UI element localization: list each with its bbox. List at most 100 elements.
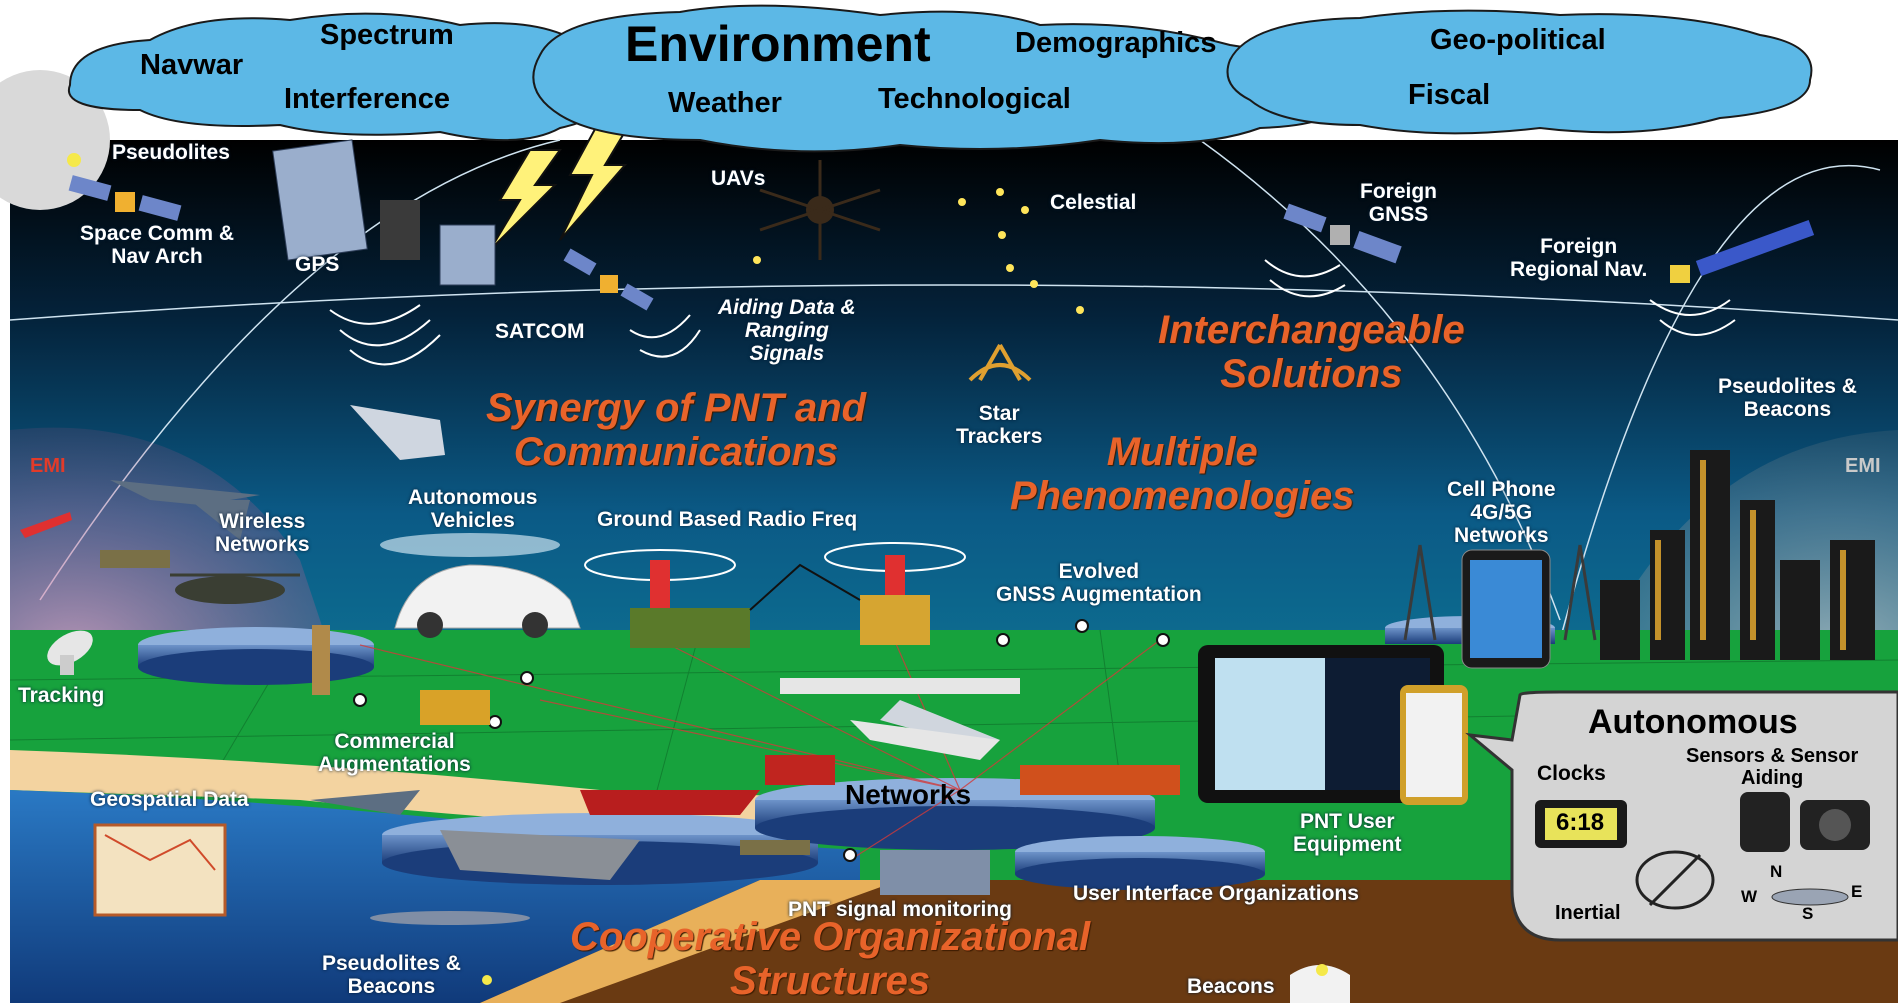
label-geospatial-data: Geospatial Data (90, 788, 249, 811)
compass-north: N (1770, 862, 1783, 881)
cloud-band (67, 4, 1813, 153)
orbit-arc-center (1199, 139, 1561, 621)
label-space-comm: Space Comm & Nav Arch (80, 222, 235, 269)
tablet-device-icon (1198, 645, 1444, 803)
pseudolite-beacon-icon (67, 153, 81, 167)
pseudolite-beacon-bottom-icon (482, 975, 492, 985)
label-sensors: Sensors & Sensor Aiding (1686, 745, 1859, 789)
label-autonomous-vehicles: Autonomous Vehicles (408, 486, 538, 533)
label-emi-right: EMI (1845, 455, 1881, 477)
network-links (359, 629, 1161, 861)
label-commercial-augmentations: Commercial Augmentations (318, 730, 471, 777)
survey-tripod-icon (353, 619, 1170, 862)
map-scroll-icon (93, 823, 227, 917)
theme-cooperative: Cooperative Organizational Structures (570, 915, 1091, 1003)
fighter-jet-icon (110, 480, 1000, 742)
label-pseudolites-beacons-right: Pseudolites & Beacons (1718, 375, 1857, 422)
star-field-icon (753, 188, 1084, 314)
tractor-icon (420, 690, 490, 725)
radar-dish-icon (47, 630, 93, 675)
gyroscope-icon (1635, 850, 1715, 910)
clock-readout: 6:18 (1556, 809, 1605, 836)
compass-east: E (1851, 882, 1863, 901)
label-pnt-monitoring: PNT signal monitoring (788, 898, 1012, 921)
cloud-label-environment: Environment (625, 16, 931, 72)
city-skyline-icon (1600, 450, 1875, 660)
moon-icon (0, 70, 110, 210)
compass-icon (1771, 888, 1849, 906)
label-satcom: SATCOM (495, 320, 585, 343)
label-cell-phone: Cell Phone 4G/5G Networks (1447, 478, 1556, 548)
cargo-ship-icon (580, 790, 760, 815)
compass-south: S (1802, 904, 1814, 923)
label-clocks: Clocks (1537, 762, 1606, 785)
uav-drone-icon (759, 160, 881, 260)
theme-interchangeable: Interchangeable Solutions (1158, 308, 1465, 396)
radio-tower-icon (584, 542, 966, 648)
label-evolved-gnss: Evolved GNSS Augmentation (996, 560, 1202, 607)
building-icon (880, 850, 990, 895)
submarine-icon (370, 911, 530, 925)
label-ground-radio: Ground Based Radio Freq (597, 508, 858, 531)
log-truck-icon (1020, 765, 1180, 795)
fighter-jet-low-icon (310, 790, 420, 815)
label-foreign-gnss: Foreign GNSS (1360, 180, 1437, 227)
missile-icon (20, 512, 72, 538)
shore-sand (480, 880, 900, 1003)
cloud-label-interference: Interference (284, 83, 451, 115)
foreign-regional-satellite-icon (1670, 219, 1815, 283)
autonomous-car-icon (380, 533, 581, 638)
cell-tower-icon (1403, 544, 1597, 641)
label-celestial: Celestial (1050, 191, 1137, 214)
sensor-icon (1740, 792, 1790, 852)
sextant-icon (968, 344, 1032, 382)
label-aiding-data: Aiding Data & Ranging Signals (718, 296, 856, 366)
autonomous-panel (1465, 690, 1898, 942)
lightning-icon (489, 119, 634, 251)
orbit-line (9, 284, 1898, 321)
label-uavs: UAVs (711, 167, 766, 190)
theme-synergy: Synergy of PNT and Communications (486, 386, 867, 474)
label-foreign-regional: Foreign Regional Nav. (1510, 235, 1648, 282)
cloud-label-demographics: Demographics (1015, 27, 1217, 59)
cloud-label-fiscal: Fiscal (1408, 79, 1491, 111)
compass-west: W (1741, 887, 1758, 906)
label-pseudolites: Pseudolites (112, 141, 230, 164)
cloud-label-navwar: Navwar (140, 49, 244, 81)
helicopter-icon (170, 573, 300, 604)
autonomous-title: Autonomous (1588, 703, 1798, 741)
airliner-icon (850, 720, 1000, 760)
cloud-label-spectrum: Spectrum (320, 19, 454, 51)
aircraft-carrier-icon (440, 830, 640, 880)
jeep-icon (765, 755, 835, 785)
beacon-icon (1290, 965, 1350, 1003)
label-beacons: Beacons (1187, 975, 1275, 998)
label-inertial: Inertial (1555, 902, 1621, 924)
gps-satellite-icon (272, 139, 496, 286)
label-wireless-networks: Wireless Networks (215, 510, 310, 557)
label-pseudolites-beacons-bottom: Pseudolites & Beacons (322, 952, 461, 999)
signal-waves (329, 259, 1736, 366)
cloud-label-technological: Technological (878, 83, 1071, 115)
label-networks: Networks (845, 779, 972, 810)
cloud-label-weather: Weather (668, 87, 782, 119)
theme-multiple-phenomenologies: Multiple Phenomenologies (1010, 430, 1355, 518)
city-lights (1655, 460, 1846, 650)
space-plane-icon (350, 405, 445, 460)
label-star-trackers: Star Trackers (956, 402, 1043, 449)
satellite-icon (68, 175, 182, 221)
label-pnt-user-equipment: PNT User Equipment (1293, 810, 1402, 857)
runway (780, 678, 1020, 694)
soldier-icon (312, 625, 330, 695)
handheld-device-icon (1400, 685, 1468, 805)
label-emi-left: EMI (30, 455, 66, 477)
cloud-label-geo-political: Geo-political (1430, 24, 1606, 56)
tank-icon (100, 550, 810, 855)
label-tracking: Tracking (18, 684, 105, 707)
label-gps: GPS (295, 253, 340, 276)
label-user-interface-orgs: User Interface Organizations (1073, 882, 1359, 905)
foreign-gnss-satellite-icon (1283, 203, 1402, 264)
satcom-satellite-icon (563, 248, 654, 311)
